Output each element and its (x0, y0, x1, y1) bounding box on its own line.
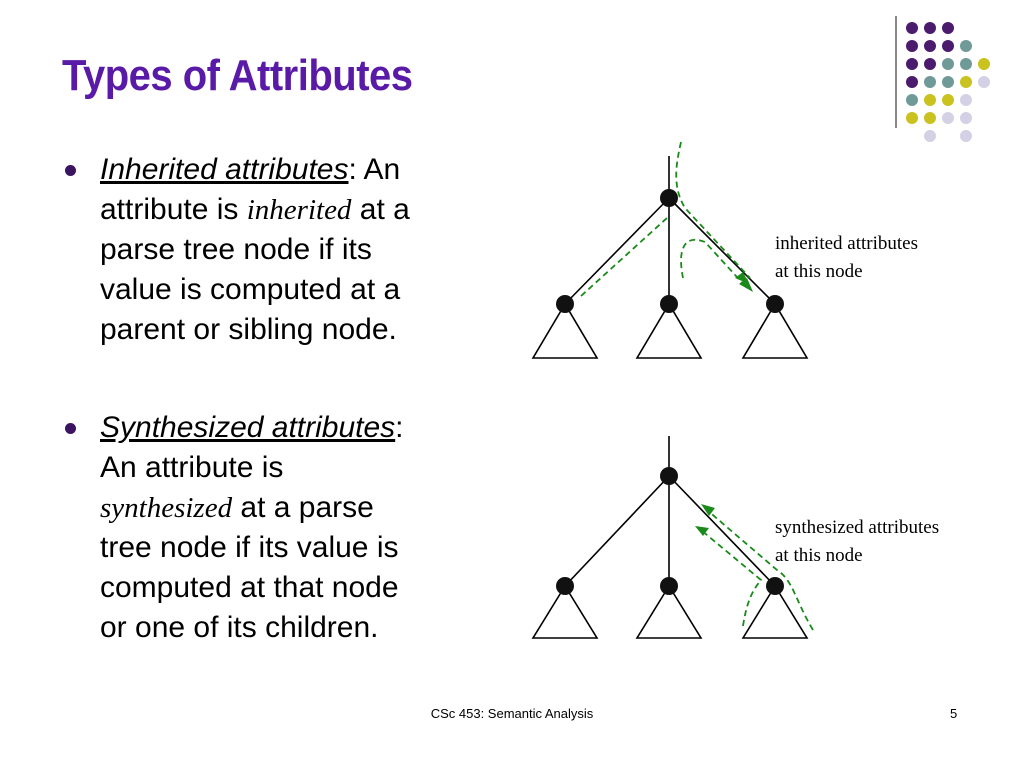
decorative-dot-grid (906, 22, 1016, 142)
bullet-line: at a parse (232, 491, 374, 524)
bullet-line: value is computed at a (100, 273, 401, 306)
synthesized-label: synthesized attributes at this node (775, 514, 939, 570)
bullet-line: An (363, 153, 401, 186)
inherited-tree-svg (531, 141, 809, 359)
decorative-dot (906, 22, 918, 34)
arrowhead-icon (701, 504, 715, 516)
bullet-line: parent or sibling node. (100, 313, 397, 346)
bullet-text: Synthesized attributes: An attribute is … (100, 408, 532, 648)
tree-node (556, 295, 574, 313)
bullet-dot-icon (65, 423, 76, 434)
subtree-triangle (531, 302, 599, 359)
decorative-dot (960, 94, 972, 106)
term-separator: : (395, 411, 404, 444)
bullet-line: attribute is (100, 193, 247, 226)
footer-page-number: 5 (950, 706, 958, 721)
synthesized-flow-arrow (700, 529, 763, 627)
subtree-triangle (635, 584, 703, 639)
term-inherited-attributes: Inherited attributes (100, 153, 349, 186)
term-synthesized-attributes: Synthesized attributes (100, 411, 396, 444)
bullet-line: An attribute is (100, 451, 284, 484)
decorative-vertical-rule (895, 16, 897, 128)
tree-node (660, 189, 678, 207)
decorative-dot (906, 76, 918, 88)
subtree-triangle (635, 302, 703, 359)
decorative-dot (960, 112, 972, 124)
bullet-line: or one of its children. (100, 611, 379, 644)
arrowhead-icon (695, 526, 709, 536)
inherited-flow-arrow (675, 141, 751, 279)
tree-edge-line (668, 197, 776, 305)
decorative-dot (942, 76, 954, 88)
decorative-dot (906, 94, 918, 106)
emphasis-synthesized: synthesized (100, 492, 233, 524)
bullet-line: at a (351, 193, 410, 226)
footer-course: CSc 453: Semantic Analysis (430, 706, 594, 721)
inherited-flow-arrow (680, 238, 748, 289)
decorative-dot (906, 40, 918, 52)
bullet-line: tree node if its value is (100, 531, 399, 564)
tree-edge-line (668, 475, 776, 587)
inherited-flow-arrow (580, 217, 668, 297)
bullet-line: parse tree node if its (100, 233, 372, 266)
synthesized-attributes-diagram: synthesized attributes at this node (525, 430, 939, 644)
decorative-dot (924, 76, 936, 88)
decorative-dot (924, 22, 936, 34)
decorative-dot (924, 94, 936, 106)
term-separator: : (348, 153, 364, 186)
tree-node (766, 295, 784, 313)
bullet-line: computed at that node (100, 571, 399, 604)
decorative-dot (942, 112, 954, 124)
decorative-dot (978, 58, 990, 70)
tree-node (660, 467, 678, 485)
tree-node (660, 577, 678, 595)
synthesized-tree-svg (531, 436, 814, 639)
decorative-dot (960, 40, 972, 52)
label-line: at this node (775, 545, 863, 566)
decorative-dot (960, 130, 972, 142)
synthesized-flow-arrow (706, 509, 814, 631)
decorative-dot (906, 112, 918, 124)
decorative-dot (942, 58, 954, 70)
decorative-dot (924, 130, 936, 142)
label-line: synthesized attributes (775, 517, 940, 538)
tree-node (556, 577, 574, 595)
arrowhead-icon (735, 272, 749, 284)
decorative-dot (942, 40, 954, 52)
bullet-dot-icon (65, 165, 76, 176)
emphasis-inherited: inherited (246, 194, 352, 226)
decorative-dot (924, 112, 936, 124)
inherited-label: inherited attributes at this node (775, 230, 918, 286)
decorative-dot (924, 40, 936, 52)
tree-edge-line (564, 475, 670, 587)
bullet-inherited: Inherited attributes: An attribute is in… (62, 150, 532, 350)
label-line: inherited attributes (775, 233, 918, 254)
decorative-dot (960, 58, 972, 70)
decorative-dot (942, 22, 954, 34)
arrowhead-icon (739, 278, 753, 292)
bullet-text: Inherited attributes: An attribute is in… (100, 150, 532, 350)
bullet-synthesized: Synthesized attributes: An attribute is … (62, 408, 532, 648)
decorative-dot (978, 76, 990, 88)
decorative-dot (924, 58, 936, 70)
slide-title: Types of Attributes (62, 52, 413, 100)
subtree-triangle (741, 302, 809, 359)
decorative-dot (960, 76, 972, 88)
decorative-dot (942, 94, 954, 106)
tree-edge-line (564, 197, 670, 305)
tree-node (660, 295, 678, 313)
inherited-attributes-diagram: inherited attributes at this node (525, 138, 918, 364)
subtree-triangle (741, 584, 809, 639)
tree-node (766, 577, 784, 595)
subtree-triangle (531, 584, 599, 639)
decorative-dot (906, 58, 918, 70)
label-line: at this node (775, 261, 863, 282)
